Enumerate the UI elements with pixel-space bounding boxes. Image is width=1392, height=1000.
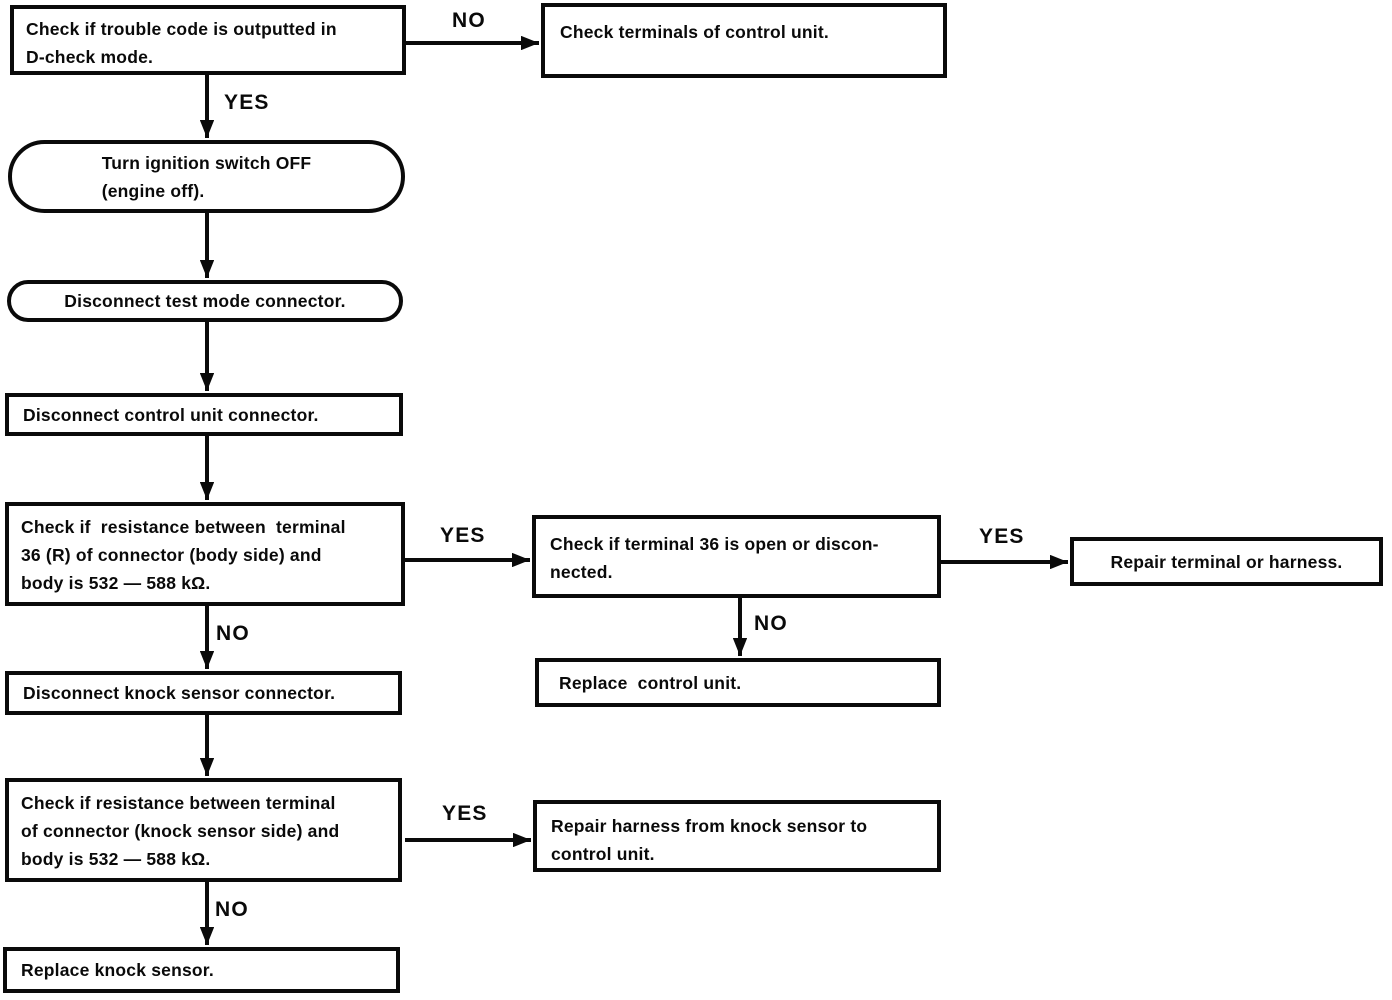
- node-repair-terminal-or-harness-text: Repair terminal or harness.: [1110, 551, 1343, 572]
- node-disconnect-control-unit: Disconnect control unit connector.: [5, 393, 403, 436]
- node-turn-ignition-off: Turn ignition switch OFF (engine off).: [8, 140, 405, 213]
- node-repair-harness-sensor-to-unit: Repair harness from knock sensor to cont…: [533, 800, 941, 872]
- node-disconnect-test-mode-text: Disconnect test mode connector.: [64, 291, 346, 311]
- edge-label-resistance-sensor-no: NO: [215, 898, 249, 921]
- node-disconnect-control-unit-text: Disconnect control unit connector.: [23, 404, 319, 425]
- edge-label-terminal36-yes: YES: [979, 525, 1025, 548]
- edge-label-resistance-body-yes: YES: [440, 524, 486, 547]
- edge-label-resistance-body-no: NO: [216, 622, 250, 645]
- node-replace-control-unit: Replace control unit.: [535, 658, 941, 707]
- node-repair-terminal-or-harness: Repair terminal or harness.: [1070, 537, 1383, 586]
- node-repair-harness-sensor-to-unit-text: Repair harness from knock sensor to cont…: [551, 816, 868, 864]
- node-replace-knock-sensor-text: Replace knock sensor.: [21, 960, 214, 980]
- node-check-terminal-36: Check if terminal 36 is open or discon- …: [532, 515, 941, 598]
- node-turn-ignition-off-text: Turn ignition switch OFF (engine off).: [101, 152, 312, 201]
- edge-label-resistance-sensor-yes: YES: [442, 802, 488, 825]
- node-check-resistance-sensor-side-text: Check if resistance between terminal of …: [21, 793, 340, 869]
- node-check-terminals-text: Check terminals of control unit.: [560, 22, 829, 42]
- node-disconnect-knock-sensor-text: Disconnect knock sensor connector.: [23, 683, 336, 703]
- edge-label-trouble-code-no: NO: [452, 9, 486, 32]
- node-check-terminals: Check terminals of control unit.: [541, 3, 947, 78]
- node-disconnect-knock-sensor: Disconnect knock sensor connector.: [5, 671, 402, 715]
- edge-label-trouble-code-yes: YES: [224, 91, 270, 114]
- node-replace-control-unit-text: Replace control unit.: [559, 672, 742, 693]
- node-disconnect-test-mode: Disconnect test mode connector.: [7, 280, 403, 322]
- edge-label-terminal36-no: NO: [754, 612, 788, 635]
- node-check-resistance-body-side: Check if resistance between terminal 36 …: [5, 502, 405, 606]
- node-check-resistance-body-side-text: Check if resistance between terminal 36 …: [21, 517, 346, 593]
- node-check-resistance-sensor-side: Check if resistance between terminal of …: [5, 778, 402, 882]
- node-replace-knock-sensor: Replace knock sensor.: [3, 947, 400, 993]
- node-check-terminal-36-text: Check if terminal 36 is open or discon- …: [550, 534, 879, 582]
- node-check-trouble-code-text: Check if trouble code is outputted in D-…: [26, 19, 337, 67]
- node-check-trouble-code: Check if trouble code is outputted in D-…: [10, 5, 406, 75]
